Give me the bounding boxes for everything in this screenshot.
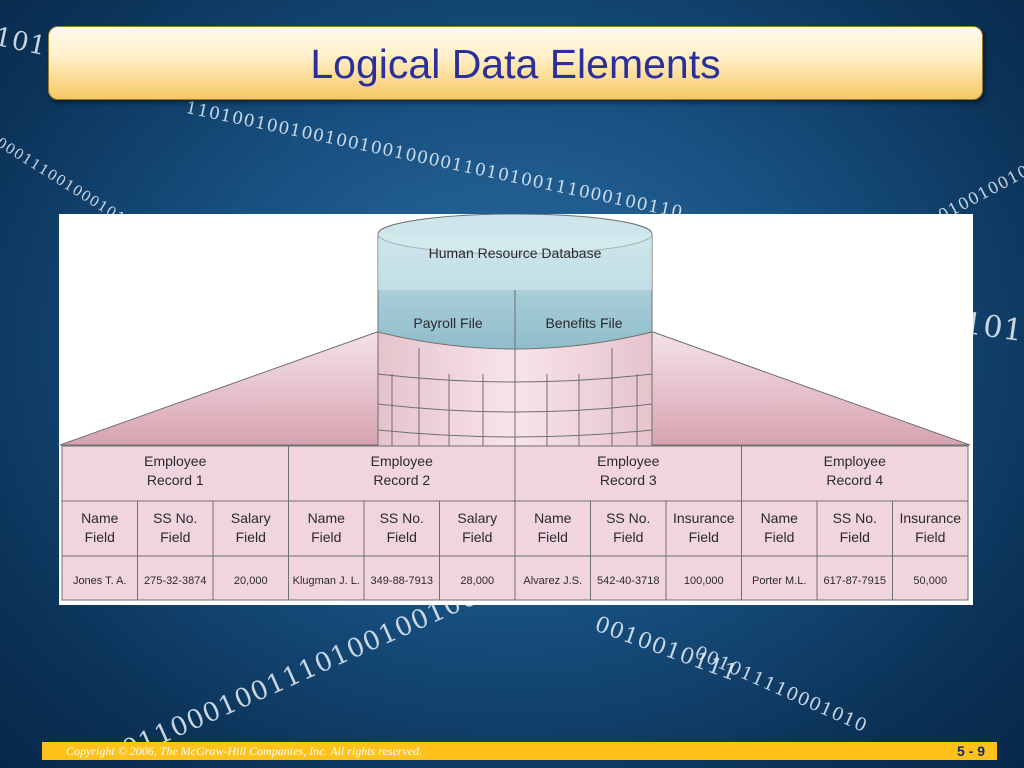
field-label: Field [764,529,794,545]
field-value: Alvarez J.S. [523,575,582,587]
field-label: Field [689,529,719,545]
field-value: 50,000 [913,575,947,587]
field-label: Field [85,529,115,545]
cylinder-grid [377,332,653,446]
field-label: Name [761,510,799,526]
field-value: 100,000 [684,575,724,587]
record-label: Record 1 [147,472,204,488]
field-label: Field [840,529,870,545]
field-value: Jones T. A. [73,575,127,587]
database-label-band [378,234,652,290]
record-label: Record 2 [373,472,430,488]
field-label: SS No. [153,510,197,526]
record-label: Employee [597,453,659,469]
binary-text-decoration: 1101001001001001001000011010100111000100… [183,98,685,224]
field-value: 20,000 [234,575,268,587]
field-label: Field [462,529,492,545]
database-label: Human Resource Database [429,245,602,261]
slide-title: Logical Data Elements [310,41,721,87]
diagram-panel: Human Resource Database Payroll File Ben… [59,213,973,605]
copyright-text: Copyright © 2006, The McGraw-Hill Compan… [66,744,423,758]
field-label: Insurance [673,510,735,526]
field-label: Salary [231,510,271,526]
field-label: Name [308,510,346,526]
field-value: 349-88-7913 [371,575,433,587]
field-value: Klugman J. L. [293,575,360,587]
slide-number: 5 - 9 [956,743,985,759]
field-label: Name [534,510,572,526]
field-label: Field [538,529,568,545]
record-label: Record 4 [826,472,883,488]
field-value: 542-40-3718 [597,575,659,587]
title-banner: Logical Data Elements [48,26,983,100]
field-label: Field [236,529,266,545]
field-label: Field [613,529,643,545]
binary-text-decoration: 001011110001010 [691,642,871,738]
field-value: 617-87-7915 [824,575,886,587]
field-label: Field [160,529,190,545]
field-label: Field [915,529,945,545]
field-label: Name [81,510,119,526]
field-label: SS No. [606,510,650,526]
field-label: Field [387,529,417,545]
payroll-file-label: Payroll File [413,315,482,331]
field-value: Porter M.L. [752,575,806,587]
logical-data-diagram: Human Resource Database Payroll File Ben… [59,213,971,601]
field-label: Field [311,529,341,545]
field-value: 28,000 [460,575,494,587]
field-value: 275-32-3874 [144,575,206,587]
benefits-file-label: Benefits File [545,315,622,331]
field-label: SS No. [833,510,877,526]
field-label: Salary [457,510,497,526]
field-label: SS No. [380,510,424,526]
record-label: Record 3 [600,472,657,488]
footer-bar: Copyright © 2006, The McGraw-Hill Compan… [42,742,997,760]
field-label: Insurance [900,510,962,526]
record-label: Employee [824,453,886,469]
record-label: Employee [144,453,206,469]
record-label: Employee [371,453,433,469]
